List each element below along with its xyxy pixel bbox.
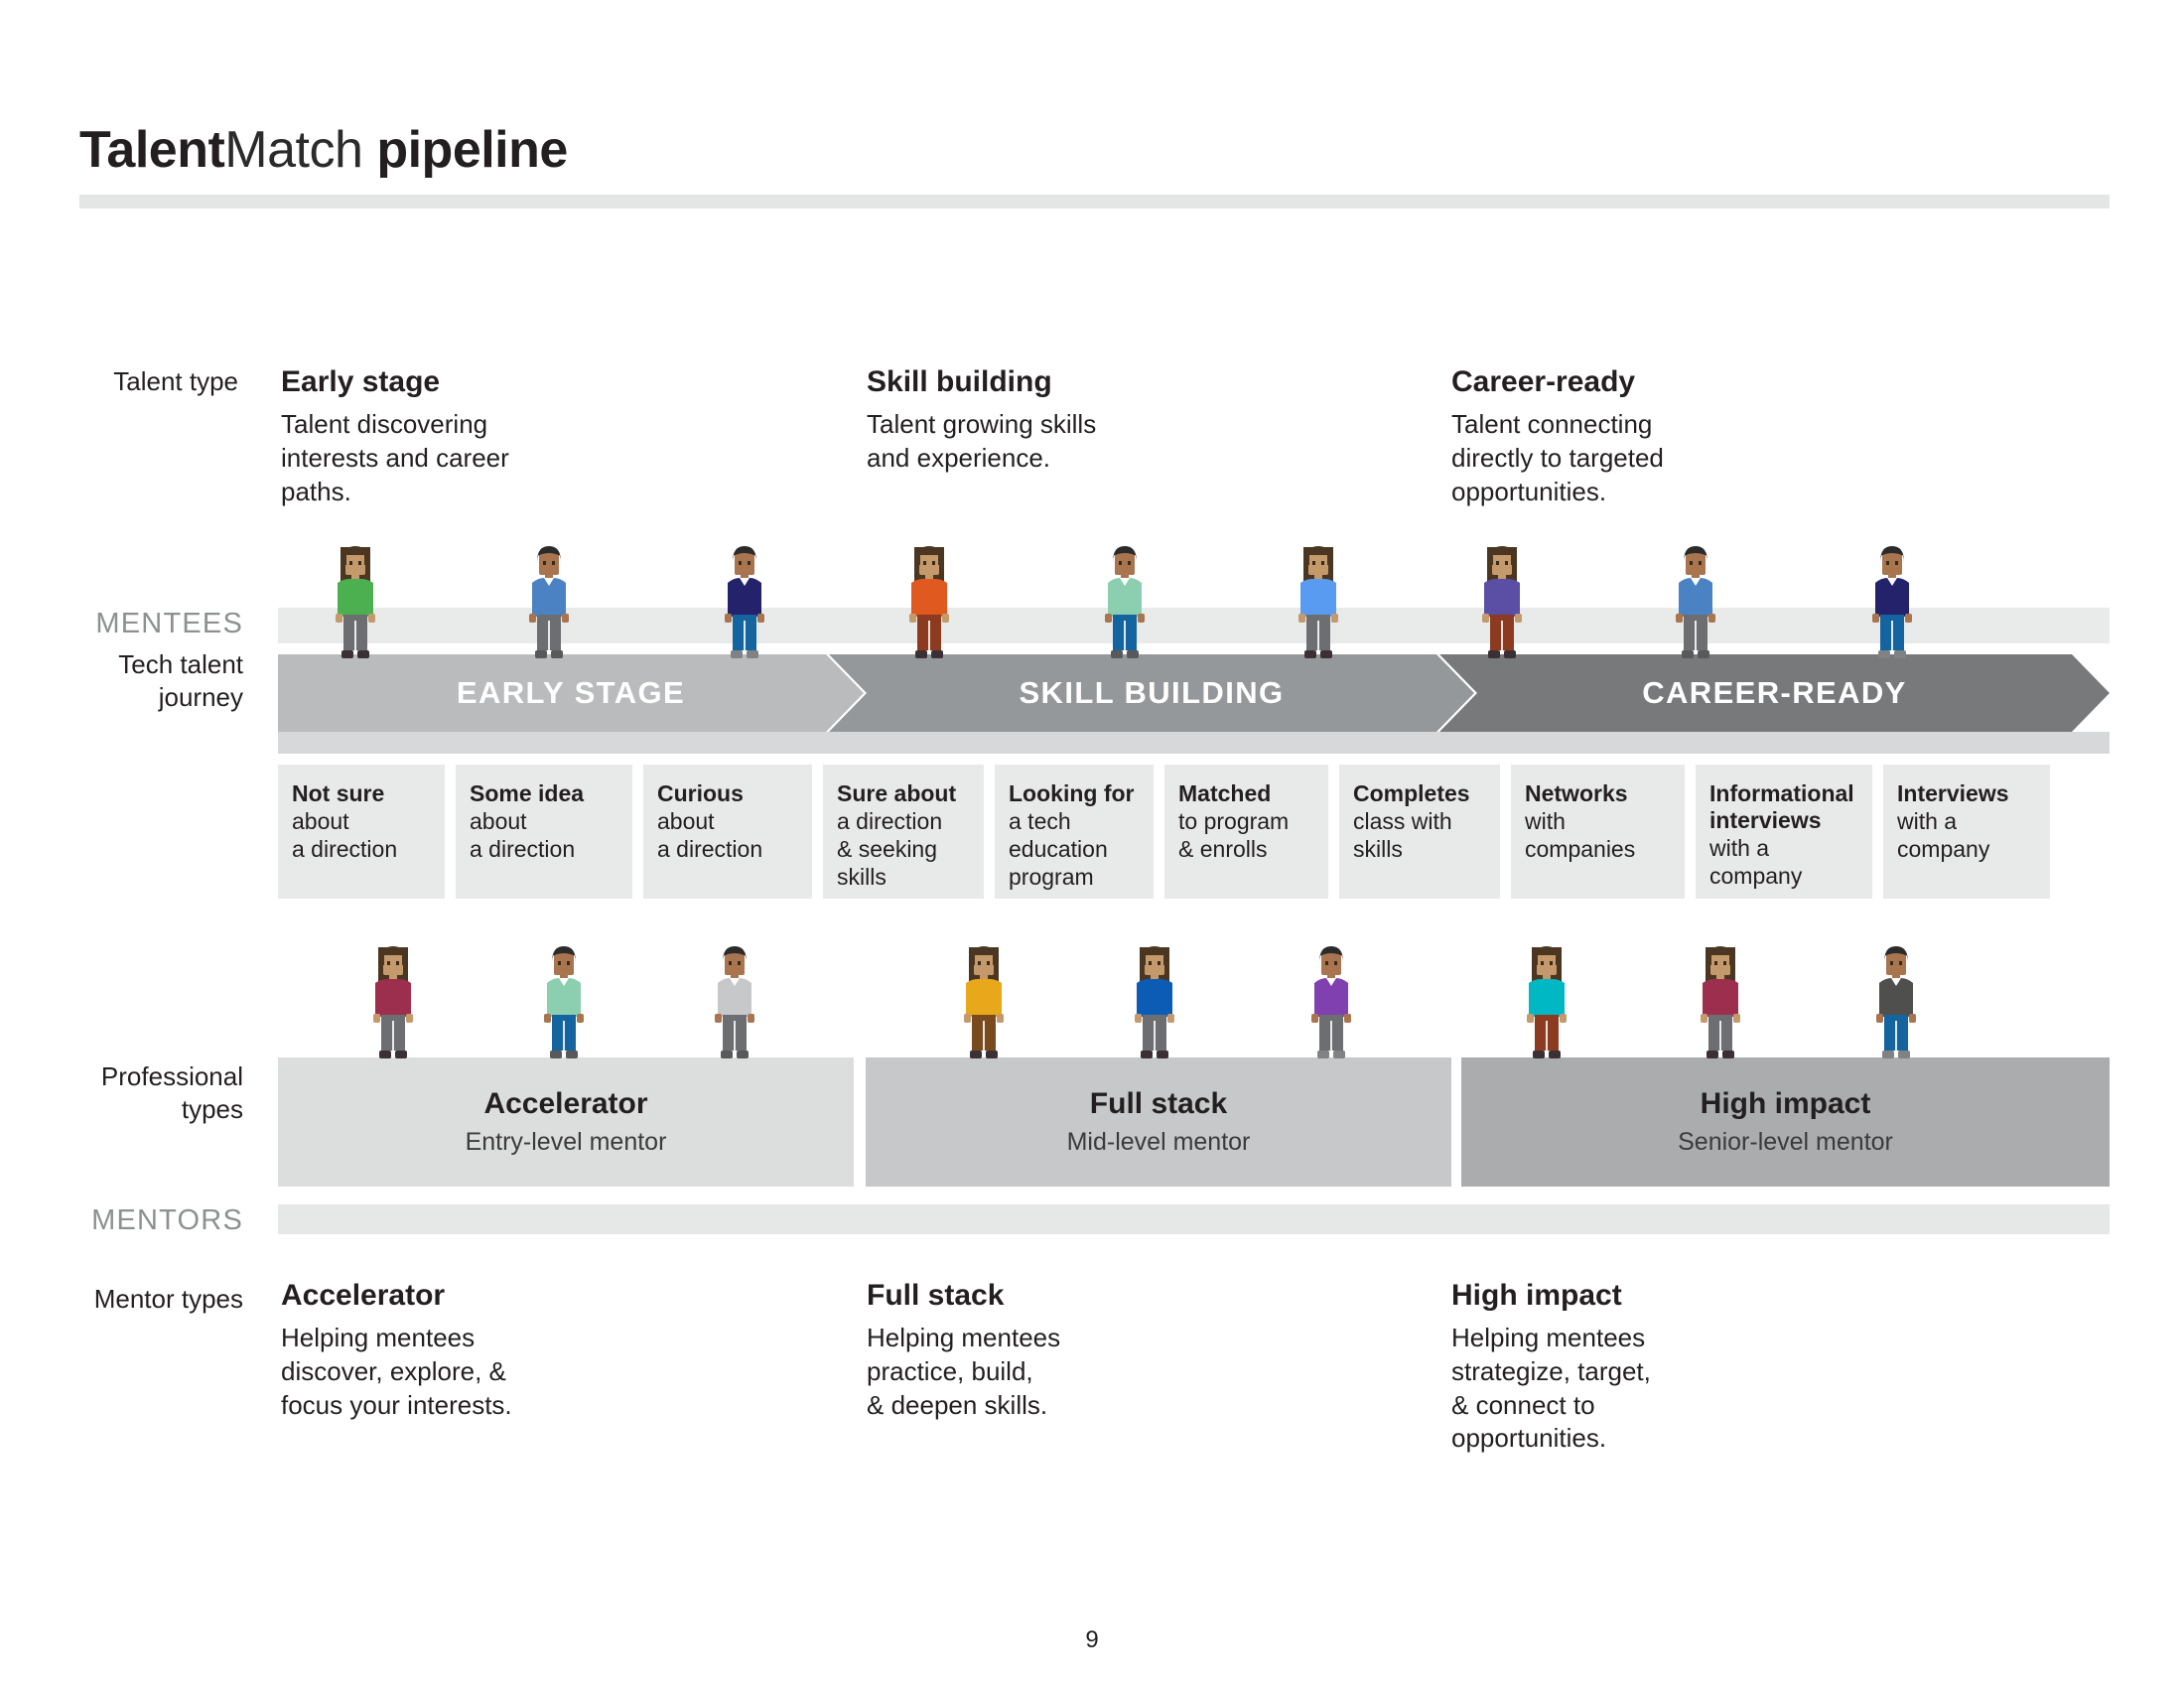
talent-type-title: Early stage [281, 365, 441, 398]
title-divider [79, 195, 2110, 209]
stage-card[interactable]: Informational interviews with a company [1696, 765, 1872, 899]
professional-type-title: Accelerator [483, 1087, 648, 1121]
row-label-professional-types: Professional types [100, 1061, 243, 1125]
stage-card[interactable]: Interviews with a company [1883, 765, 2050, 899]
band-label-mentees: MENTEES [95, 608, 243, 639]
professional-type-full-stack[interactable]: Full stack Mid-level mentor [866, 1057, 1451, 1187]
mentee-career-3-icon [1864, 541, 1920, 662]
mentor-full-3-icon [1303, 941, 1359, 1062]
page-title: TalentMatch pipeline [79, 123, 2105, 178]
mentor-accel-1-icon [365, 941, 421, 1062]
talent-type-column-career: Career-ready Talent connecting directly … [1451, 365, 1779, 508]
mentor-type-title: Full stack [867, 1279, 1005, 1312]
mentor-high-3-icon [1868, 941, 1924, 1062]
stage-card-head: Informational interviews [1709, 780, 1854, 834]
mentor-type-desc: Helping mentees discover, explore, & foc… [281, 1323, 512, 1420]
journey-stage-label: SKILL BUILDING [1019, 675, 1285, 710]
page-number: 9 [1085, 1626, 1099, 1653]
row-label-mentor-types: Mentor types [93, 1284, 243, 1314]
mentor-accel-3-icon [707, 941, 762, 1062]
talent-type-desc: Talent discovering interests and career … [281, 409, 509, 506]
stage-card-body: about a direction [657, 808, 763, 863]
mentee-skill-1-icon [901, 541, 957, 662]
talent-type-desc: Talent connecting directly to targeted o… [1451, 409, 1664, 506]
professional-types-row: Accelerator Entry-level mentor Full stac… [278, 1057, 2110, 1187]
stage-card[interactable]: Curious about a direction [643, 765, 812, 899]
stage-card[interactable]: Completes class with skills [1339, 765, 1500, 899]
title-part-pipeline: pipeline [376, 121, 568, 179]
mentee-early-1-icon [328, 541, 383, 662]
stage-card-head: Matched [1178, 780, 1272, 806]
professional-type-high-impact[interactable]: High impact Senior-level mentor [1461, 1057, 2110, 1187]
mentor-type-title: High impact [1451, 1279, 1622, 1312]
professional-type-accelerator[interactable]: Accelerator Entry-level mentor [278, 1057, 854, 1187]
stage-card-head: Interviews [1897, 780, 2009, 806]
stage-card[interactable]: Looking for a tech education program [995, 765, 1154, 899]
stage-card-body: to program & enrolls [1178, 808, 1290, 863]
mentor-type-column-high-impact: High impact Helping mentees strategize, … [1451, 1279, 1789, 1456]
professional-type-sub: Senior-level mentor [1678, 1127, 1893, 1156]
mentee-career-2-icon [1668, 541, 1723, 662]
stage-card[interactable]: Not sure about a direction [278, 765, 445, 899]
professional-type-title: High impact [1700, 1087, 1871, 1121]
stage-card-head: Curious [657, 780, 744, 806]
stage-card-body: with a company [1709, 835, 1803, 890]
mentee-skill-3-icon [1291, 541, 1346, 662]
journey-stage-skill-building[interactable]: SKILL BUILDING [829, 654, 1474, 732]
stage-card[interactable]: Networks with companies [1511, 765, 1685, 899]
stage-card-head: Networks [1525, 780, 1628, 806]
talent-type-title: Skill building [867, 365, 1052, 398]
mentor-type-title: Accelerator [281, 1279, 446, 1312]
talent-type-column-early: Early stage Talent discovering interests… [281, 365, 609, 508]
mentor-high-1-icon [1519, 941, 1574, 1062]
stage-card-head: Not sure [292, 780, 385, 806]
stage-card[interactable]: Some idea about a direction [456, 765, 632, 899]
mentor-type-column-accelerator: Accelerator Helping mentees discover, ex… [281, 1279, 618, 1422]
stage-card-body: a tech education program [1009, 808, 1108, 891]
stage-card[interactable]: Matched to program & enrolls [1164, 765, 1328, 899]
mentor-type-desc: Helping mentees strategize, target, & co… [1451, 1323, 1651, 1454]
stage-card-body: with a company [1897, 808, 1990, 863]
mentors-band-strip [278, 1204, 2110, 1234]
stage-card-head: Sure about [837, 780, 957, 806]
band-label-mentors: MENTORS [91, 1204, 243, 1236]
talent-type-title: Career-ready [1451, 365, 1636, 398]
stage-card-body: a direction & seeking skills [837, 808, 943, 891]
stage-detail-cards: Not sure about a direction Some idea abo… [278, 765, 2110, 899]
professional-type-title: Full stack [1089, 1087, 1228, 1121]
journey-stage-label: EARLY STAGE [456, 675, 686, 710]
mentee-career-1-icon [1474, 541, 1530, 662]
stage-card-head: Completes [1353, 780, 1470, 806]
stage-card-body: about a direction [292, 808, 398, 863]
stage-card-head: Some idea [470, 780, 585, 806]
row-label-tech-talent-journey: Tech talent journey [118, 649, 243, 713]
mentor-full-2-icon [1127, 941, 1182, 1062]
row-label-talent-type: Talent type [113, 366, 238, 396]
tech-talent-journey-arrow: EARLY STAGE SKILL BUILDING CAREER-READY [278, 654, 2110, 732]
stage-card-body: class with skills [1353, 808, 1452, 863]
mentor-accel-2-icon [536, 941, 592, 1062]
journey-stage-career-ready[interactable]: CAREER-READY [1439, 654, 2110, 732]
journey-underline-strip [278, 732, 2110, 754]
title-part-talent: Talent [79, 121, 225, 179]
journey-stage-early-stage[interactable]: EARLY STAGE [278, 654, 864, 732]
mentor-type-column-full-stack: Full stack Helping mentees practice, bui… [867, 1279, 1204, 1422]
mentee-early-3-icon [717, 541, 772, 662]
mentor-type-desc: Helping mentees practice, build, & deepe… [867, 1323, 1061, 1420]
mentees-band-strip [278, 608, 2110, 643]
talent-type-column-skill: Skill building Talent growing skills and… [867, 365, 1194, 476]
stage-card[interactable]: Sure about a direction & seeking skills [823, 765, 984, 899]
stage-card-body: about a direction [470, 808, 576, 863]
title-part-match: Match [224, 121, 363, 179]
stage-card-head: Looking for [1009, 780, 1135, 806]
mentor-full-1-icon [956, 941, 1012, 1062]
professional-type-sub: Mid-level mentor [1066, 1127, 1251, 1156]
professional-type-sub: Entry-level mentor [465, 1127, 667, 1156]
journey-stage-label: CAREER-READY [1642, 675, 1907, 710]
stage-card-body: with companies [1525, 808, 1636, 863]
mentor-high-2-icon [1693, 941, 1748, 1062]
talent-type-desc: Talent growing skills and experience. [867, 409, 1097, 473]
mentee-skill-2-icon [1097, 541, 1153, 662]
mentee-early-2-icon [521, 541, 577, 662]
